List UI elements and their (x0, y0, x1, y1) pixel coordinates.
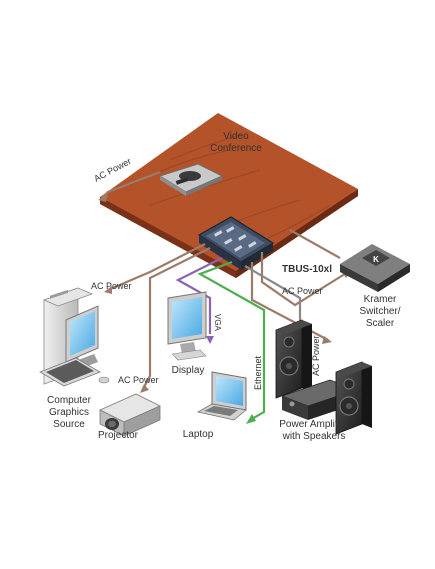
tbus-label: TBUS-10xl (282, 264, 332, 275)
kramer-label-3: Scaler (366, 318, 395, 329)
display-label: Display (172, 365, 205, 376)
computer-label-3: Source (53, 419, 85, 430)
laptop-label: Laptop (183, 429, 214, 440)
video-conference-label-2: Conference (210, 143, 262, 154)
ethernet-label: Ethernet (253, 355, 263, 390)
conference-phone-icon (158, 163, 224, 196)
vga-label: VGA (213, 314, 222, 332)
ac-power-label-projector: AC Power (118, 375, 159, 385)
vga-arrow (206, 336, 214, 344)
computer-label-1: Computer (47, 395, 92, 406)
speaker-left-icon (275, 319, 312, 399)
computer-label-2: Graphics (49, 407, 89, 418)
amplifier-label-1: Power Amplifier (279, 419, 349, 430)
laptop-icon (196, 371, 247, 421)
ac-cable-arrows (98, 194, 352, 393)
ac-power-label-left: AC Power (91, 281, 132, 291)
amplifier-label-2: with Speakers (282, 431, 346, 442)
vga-cable (175, 257, 223, 334)
projector-icon (99, 393, 161, 437)
display-icon (167, 291, 207, 361)
speaker-right-icon (335, 361, 372, 435)
kramer-logo-letter: K (373, 255, 379, 264)
kramer-label-2: Switcher/ (359, 306, 400, 317)
ethernet-cable (197, 260, 266, 421)
ethernet-arrow (246, 414, 256, 424)
projector-label: Projector (98, 430, 139, 441)
tbus-connection-box (197, 216, 275, 270)
video-conference-label-1: Video (223, 131, 249, 142)
kramer-label-1: Kramer (364, 294, 397, 305)
audio-cable (244, 265, 302, 322)
ac-power-label-mid: AC Power (282, 286, 323, 296)
kramer-switcher-icon (340, 244, 410, 292)
ac-power-label-speakers: AC Power (311, 335, 321, 376)
computer-icon (39, 287, 110, 387)
